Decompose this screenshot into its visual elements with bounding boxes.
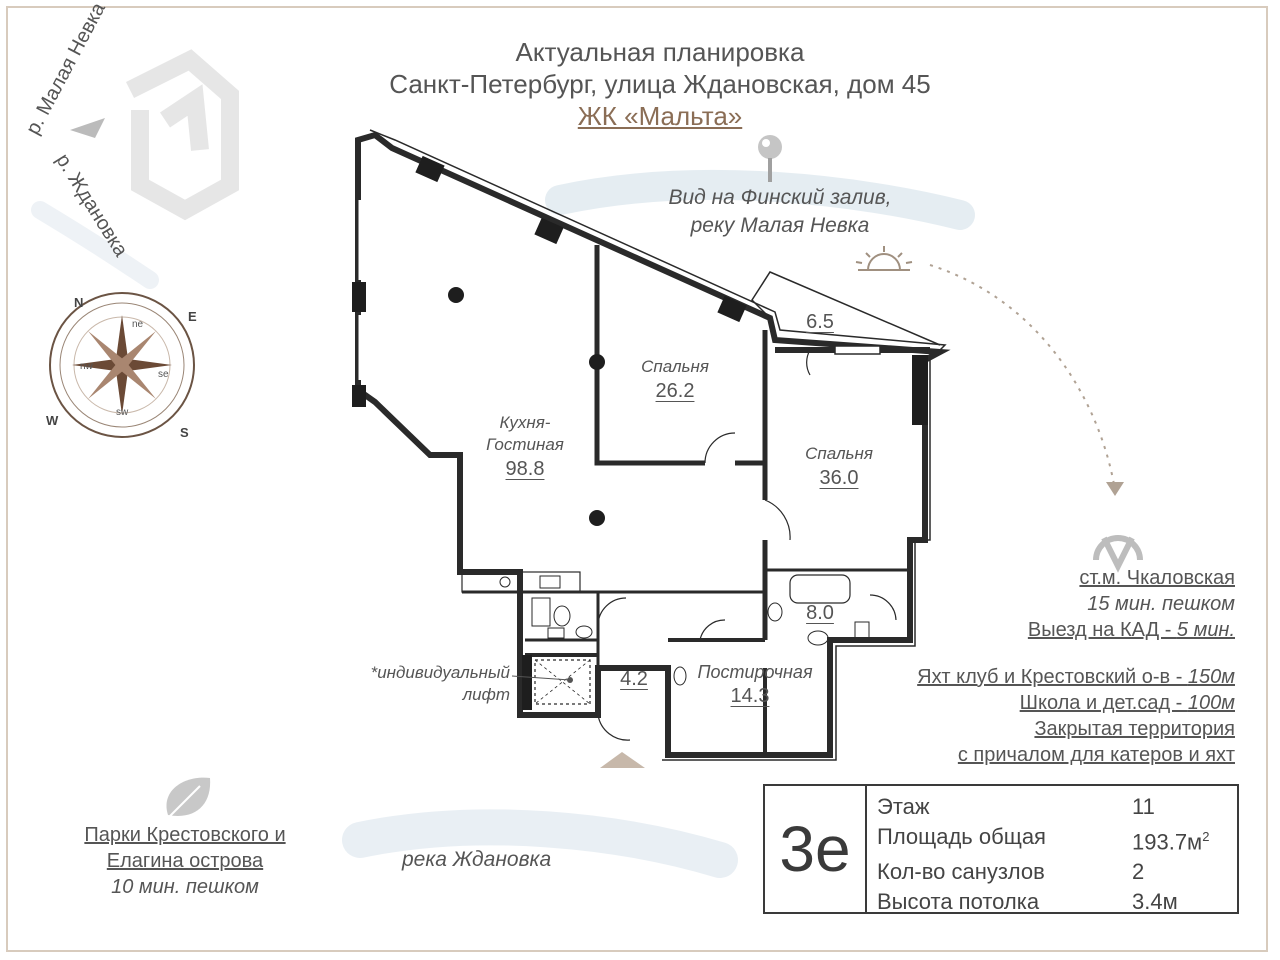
apartment-info-box: 3е Этаж 11 Площадь общая 193.7м2 Кол-во … — [763, 784, 1239, 914]
compass-rose: N E S W ne se sw nw — [46, 292, 197, 440]
features-list: Яхт клуб и Крестовский о-в - 150м Школа … — [780, 664, 1235, 768]
living-room-label-1: Кухня- — [499, 413, 551, 432]
column-dot — [448, 287, 464, 303]
kad-exit: Выезд на КАД - 5 мин. — [940, 617, 1235, 643]
lift-label: *индивидуальный лифт — [330, 662, 510, 706]
compass-se: se — [158, 369, 169, 380]
info-value: 193.7м — [1132, 829, 1203, 855]
living-room-area: 98.8 — [505, 458, 545, 480]
info-row-ceiling: Высота потолка 3.4м — [877, 887, 1237, 917]
sun-path-arrowhead — [1106, 482, 1124, 496]
leaf-icon — [165, 777, 211, 821]
bedroom-2-area: 36.0 — [819, 467, 859, 489]
parks-line-2: Елагина острова — [106, 850, 264, 872]
compass-west: W — [46, 413, 59, 428]
area-superscript: 2 — [1202, 829, 1210, 844]
school-prefix: Школа и дет.сад - — [1019, 692, 1188, 714]
metro-station: ст.м. Чкаловская — [1079, 567, 1235, 589]
watercolor-river-bottom — [342, 809, 738, 878]
hall-area: 4.2 — [620, 668, 648, 690]
view-line-1: Вид на Финский залив, — [668, 186, 892, 209]
metro-icon — [1093, 535, 1143, 573]
watercolor-river-left — [31, 201, 159, 289]
feature-closed-1: Закрытая территория — [1034, 718, 1235, 740]
school-dist: 100м — [1187, 692, 1235, 714]
metro-info: ст.м. Чкаловская 15 мин. пешком Выезд на… — [940, 565, 1235, 643]
bedroom-1-area: 26.2 — [655, 380, 695, 402]
info-key: Этаж — [877, 794, 930, 819]
info-value: 11 — [1132, 794, 1155, 819]
feature-school: Школа и дет.сад - 100м — [780, 690, 1235, 716]
compass-north: N — [74, 295, 83, 310]
info-row-area: Площадь общая 193.7м2 — [877, 822, 1237, 857]
bathroom-2-area: 8.0 — [806, 602, 834, 624]
page-frame — [6, 6, 1268, 952]
compass-ne: ne — [132, 319, 144, 330]
parks-walk: 10 мин. пешком — [111, 876, 259, 898]
header-address: Санкт-Петербург, улица Ждановская, дом 4… — [389, 69, 931, 99]
balcony-area: 6.5 — [806, 311, 834, 333]
apartment-code: 3е — [765, 786, 867, 912]
parks-line-1: Парки Крестовского и — [84, 824, 286, 846]
living-room-label-2: Гостиная — [486, 435, 564, 454]
river-bottom-label: река Ждановка — [402, 848, 552, 871]
parks-info: Парки Крестовского и Елагина острова 10 … — [40, 822, 330, 900]
info-value: 3.4м — [1132, 889, 1178, 915]
complex-name: ЖК «Мальта» — [577, 101, 743, 131]
kad-time: 5 мин. — [1176, 619, 1235, 641]
column-dot — [589, 354, 605, 370]
location-pin-icon — [758, 135, 782, 182]
bedroom-1-label: Спальня — [641, 357, 709, 376]
laundry-area: 14.3 — [730, 685, 770, 707]
metro-walk: 15 мин. пешком — [1087, 593, 1235, 615]
info-row-bathrooms: Кол-во санузлов 2 — [877, 857, 1237, 887]
compass-nw: nw — [80, 361, 94, 372]
sun-path-arrow — [929, 264, 1116, 491]
feature-yacht: Яхт клуб и Крестовский о-в - 150м — [780, 664, 1235, 690]
lift-leader-line — [511, 675, 571, 681]
yacht-dist: 150м — [1187, 666, 1235, 688]
column-dot — [589, 510, 605, 526]
watercolor-river-top — [545, 169, 975, 230]
lift-label-1: *индивидуальный — [370, 663, 510, 682]
info-key: Кол-во санузлов — [877, 859, 1045, 885]
info-value: 2 — [1132, 859, 1145, 885]
river-arrow-icon — [70, 118, 105, 138]
compass-east: E — [188, 309, 197, 324]
apartment-plan — [352, 129, 951, 768]
sun-icon — [855, 246, 913, 271]
header-title: Актуальная планировка — [515, 37, 805, 67]
info-rows: Этаж 11 Площадь общая 193.7м2 Кол-во сан… — [867, 786, 1237, 914]
laundry-label: Постирочная — [697, 662, 813, 682]
info-value-area: 193.7м2 — [1132, 822, 1232, 857]
bedroom-2-label: Спальня — [805, 444, 873, 463]
yacht-prefix: Яхт клуб и Крестовский о-в - — [917, 666, 1188, 688]
info-key: Площадь общая — [877, 824, 1046, 849]
logo-watermark — [125, 49, 239, 221]
feature-closed-2: с причалом для катеров и яхт — [957, 744, 1235, 766]
view-description: Вид на Финский залив, реку Малая Невка — [620, 184, 940, 240]
living-room-label: Кухня- Гостиная — [470, 412, 580, 456]
info-key: Высота потолка — [877, 889, 1040, 915]
view-line-2: реку Малая Невка — [690, 214, 870, 237]
info-row-floor: Этаж 11 — [877, 792, 1237, 822]
lift-label-2: лифт — [462, 685, 510, 704]
kad-prefix: Выезд на КАД - — [1027, 619, 1177, 641]
compass-sw: sw — [116, 407, 129, 418]
page-header: Актуальная планировка Санкт-Петербург, у… — [300, 36, 1020, 132]
compass-south: S — [180, 425, 189, 440]
